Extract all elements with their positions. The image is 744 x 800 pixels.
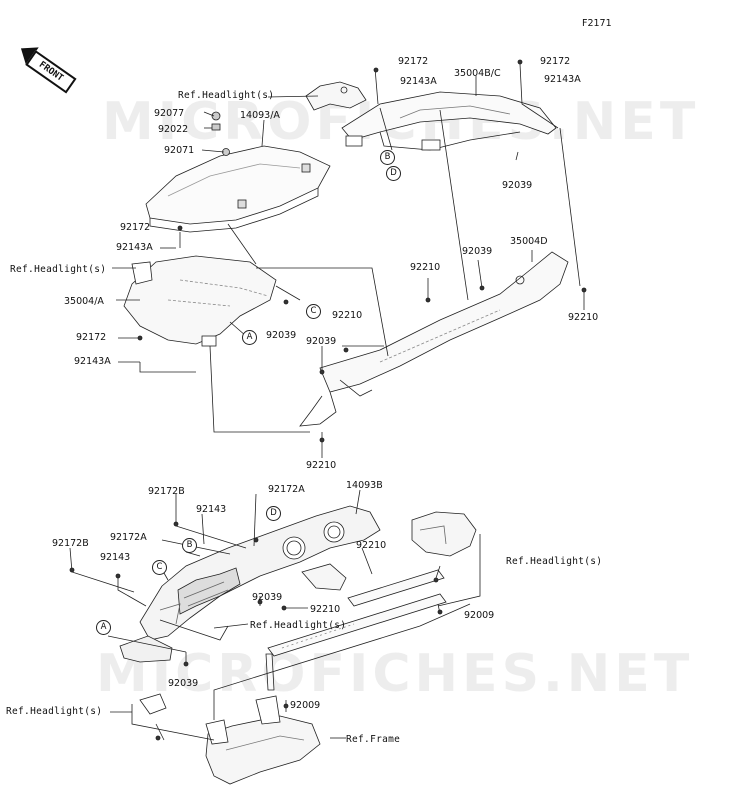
label-92210-6: 92210: [310, 604, 341, 615]
side-cover-35004a: [123, 255, 277, 345]
watermark-bottom: MICROFICHES.NET: [96, 644, 694, 704]
label-92172b-1: 92172B: [148, 486, 185, 497]
label-92039-6: 92039: [168, 678, 199, 689]
label-92039-5: 92039: [252, 592, 283, 603]
label-92210-2: 92210: [568, 312, 599, 323]
label-35004bc: 35004B/C: [454, 68, 501, 79]
circle-label-b-bottom: B: [182, 538, 197, 553]
label-92172a-2: 92172A: [110, 532, 147, 543]
label-92172-low: 92172: [76, 332, 107, 343]
circle-label-c-top: C: [306, 304, 321, 319]
upper-cover-35004bc: [341, 91, 557, 141]
meter-housing-14093b: [139, 505, 381, 641]
label-92009-1: 92009: [464, 610, 495, 621]
circle-label-b-top: B: [380, 150, 395, 165]
label-ref-headlight-2: Ref.Headlight(s): [10, 264, 107, 275]
label-92143a-low: 92143A: [74, 356, 111, 367]
label-92143a-top1: 92143A: [400, 76, 437, 87]
label-92172a-1: 92172A: [268, 484, 305, 495]
label-14093a: 14093/A: [240, 110, 280, 121]
label-92143-2: 92143: [100, 552, 131, 563]
label-35004a: 35004/A: [64, 296, 104, 307]
label-92009-2: 92009: [290, 700, 321, 711]
label-92210-3: 92210: [332, 310, 363, 321]
label-92210-1: 92210: [410, 262, 441, 273]
label-14093b: 14093B: [346, 480, 383, 491]
circle-label-a-top: A: [242, 330, 257, 345]
label-35004d: 35004D: [510, 236, 548, 247]
label-92172-top2: 92172: [540, 56, 571, 67]
label-92143-1: 92143: [196, 504, 227, 515]
label-ref-frame: Ref.Frame: [346, 734, 401, 745]
inner-panel-35004d: [319, 251, 569, 393]
label-92172-mid: 92172: [120, 222, 151, 233]
circle-label-d-bottom: D: [266, 506, 281, 521]
circle-label-a-bottom: A: [96, 620, 111, 635]
label-92039-3: 92039: [266, 330, 297, 341]
circle-label-d-top: D: [386, 166, 401, 181]
label-92039-1: 92039: [502, 180, 533, 191]
windscreen-14093a: [145, 145, 331, 225]
label-92071: 92071: [164, 145, 195, 156]
label-92172b-2: 92172B: [52, 538, 89, 549]
label-92210-5: 92210: [356, 540, 387, 551]
label-ref-headlight-5: Ref.Headlight(s): [6, 706, 103, 717]
label-92039-2: 92039: [462, 246, 493, 257]
label-ref-headlight-4: Ref.Headlight(s): [250, 620, 347, 631]
frame-tube: [267, 593, 447, 657]
label-92077: 92077: [154, 108, 185, 119]
label-ref-headlight-1: Ref.Headlight(s): [178, 90, 275, 101]
label-92022: 92022: [158, 124, 189, 135]
label-92172-top1: 92172: [398, 56, 429, 67]
label-92143a-top2: 92143A: [544, 74, 581, 85]
label-92143a-mid: 92143A: [116, 242, 153, 253]
figure-code: F2171: [582, 18, 612, 29]
label-ref-headlight-3: Ref.Headlight(s): [506, 556, 603, 567]
label-92039-4: 92039: [306, 336, 337, 347]
label-92210-4: 92210: [306, 460, 337, 471]
circle-label-c-bottom: C: [152, 560, 167, 575]
